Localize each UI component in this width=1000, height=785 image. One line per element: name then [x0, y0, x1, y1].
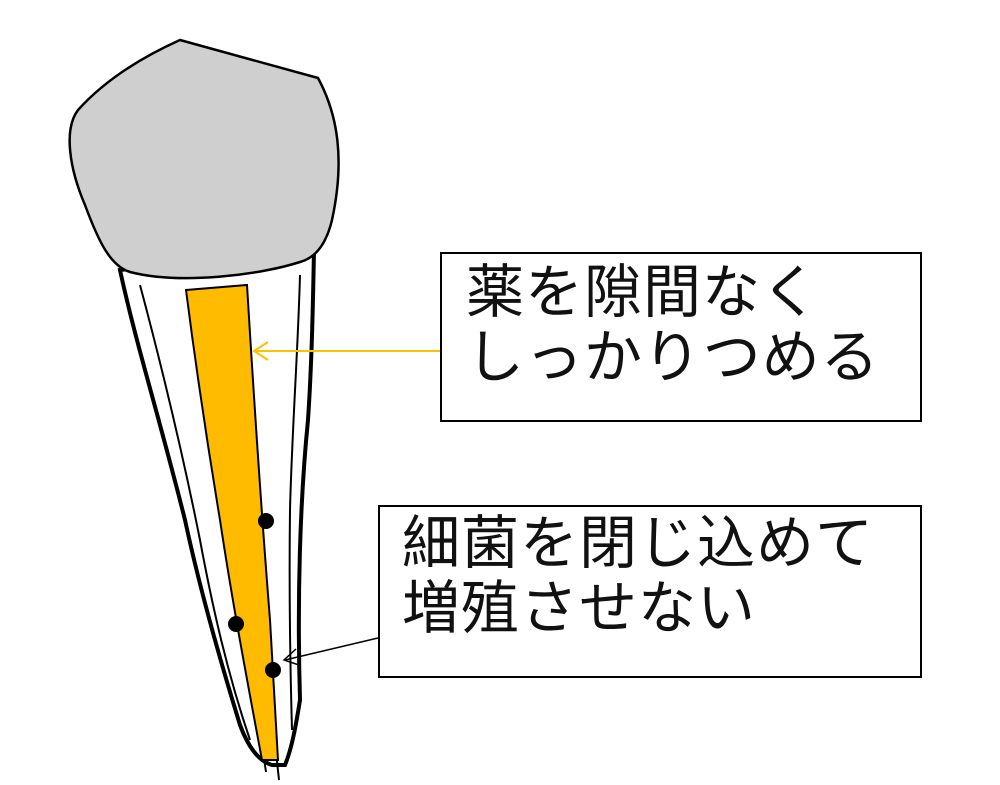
callout-bacteria-line2: 増殖させない — [402, 573, 757, 642]
bacteria-dot-icon — [265, 662, 281, 678]
arrow-to-bacteria — [282, 637, 379, 666]
root-canal-filling-icon — [184, 283, 280, 761]
callout-medicine-line2: しっかりつめる — [466, 322, 880, 391]
bacteria-dot-icon — [258, 513, 274, 529]
callout-bacteria-line1: 細菌を閉じ込めて — [402, 509, 875, 577]
canal-wall-left — [139, 284, 251, 741]
arrow-to-filling — [252, 341, 440, 361]
callout-medicine-line1: 薬を隙間なく — [466, 258, 821, 326]
tooth-crown-icon — [68, 38, 340, 280]
callout-bacteria: 細菌を閉じ込めて 増殖させない — [378, 505, 922, 678]
callout-medicine: 薬を隙間なく しっかりつめる — [440, 252, 922, 422]
bacteria-dot-icon — [228, 616, 244, 632]
